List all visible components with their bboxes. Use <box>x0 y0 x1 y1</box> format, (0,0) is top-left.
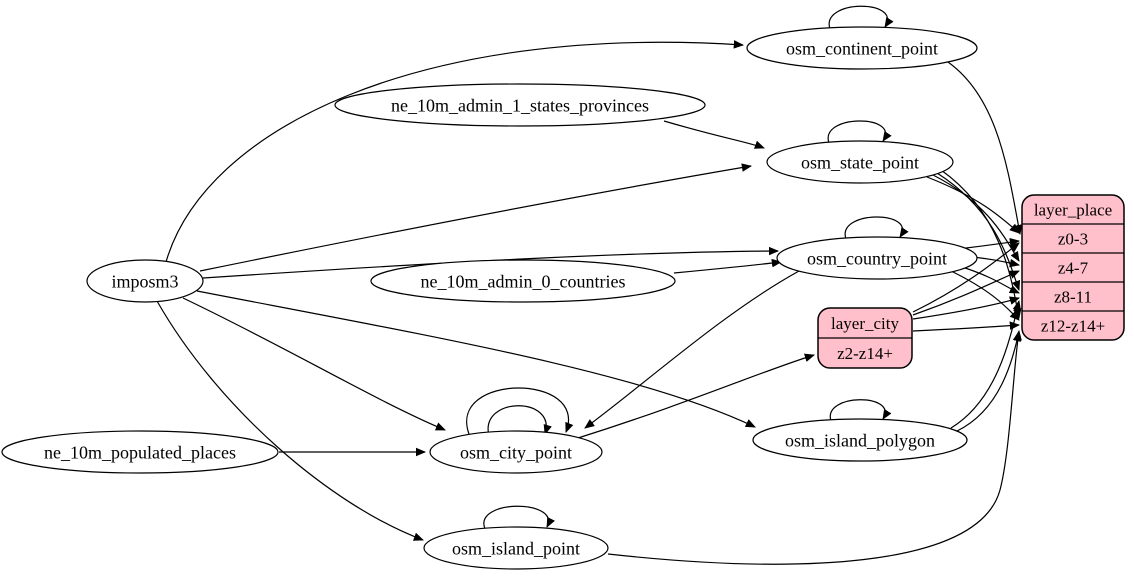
node-ne_10m_admin_0_countries: ne_10m_admin_0_countries <box>370 259 676 303</box>
imposm3-ellipse <box>86 259 204 303</box>
edge-osm_island_polygon->osm_island_polygon <box>829 399 892 422</box>
edge-osm_country_point->layer_place:z12-z14+ <box>950 270 1020 321</box>
edge-osm_city_point->osm_city_point-outer <box>466 387 574 435</box>
osm_country_point-label: osm_country_point <box>807 248 947 268</box>
osm_continent_point-ellipse <box>746 26 978 70</box>
edge-imposm3->osm_city_point <box>182 297 446 431</box>
osm_country_point-ellipse <box>776 236 978 280</box>
osm_island_point-ellipse <box>423 526 609 570</box>
osm_state_point-ellipse <box>766 140 954 184</box>
edge-layer_city->layer_place:z12-z14+ <box>912 321 1021 332</box>
osm_continent_point-label: osm_continent_point <box>786 38 938 58</box>
edge-ne_10m_admin_0_countries->osm_country_point <box>673 258 783 274</box>
node-osm_continent_point: osm_continent_point <box>746 26 978 70</box>
osm_island_point-label: osm_island_point <box>452 538 580 558</box>
node-osm_state_point: osm_state_point <box>766 140 954 184</box>
edge-imposm3->osm_island_point <box>156 300 424 541</box>
node-osm_island_polygon: osm_island_polygon <box>752 418 968 462</box>
record-layer_place: layer_place z0-3 z4-7 z8-11 z12-z14+ <box>1021 194 1125 341</box>
layer_place-row-3-label: z8-11 <box>1054 287 1092 306</box>
nodes-layer: imposm3 ne_10m_admin_1_states_provincesne… <box>1 26 1125 570</box>
node-osm_island_point: osm_island_point <box>423 526 609 570</box>
edge-osm_state_point->layer_place:z0-3 <box>926 176 1020 234</box>
layer_city-row-1-label: z2-z14+ <box>837 344 893 363</box>
edge-osm_state_point->osm_state_point <box>827 120 892 144</box>
edge-osm_island_point->osm_island_point <box>483 505 555 530</box>
record-layer_city: layer_city z2-z14+ <box>817 307 913 369</box>
edge-osm_state_point->layer_place:z4-7 <box>932 174 1020 262</box>
layer_place-row-2-label: z4-7 <box>1058 258 1089 277</box>
ne_10m_admin_0_countries-label: ne_10m_admin_0_countries <box>421 271 626 291</box>
node-osm_country_point: osm_country_point <box>776 236 978 280</box>
ne_10m_admin_1_states_provinces-ellipse <box>334 83 706 127</box>
ne_10m_populated_places-label: ne_10m_populated_places <box>44 442 236 462</box>
osm_state_point-label: osm_state_point <box>801 152 919 172</box>
edge-osm_island_polygon->layer_place:z12-z14+ <box>956 331 1022 432</box>
layer_city-row-0-label: layer_city <box>831 314 899 333</box>
ne_10m_admin_0_countries-ellipse <box>370 259 676 303</box>
layer_place-row-4-label: z12-z14+ <box>1041 316 1105 335</box>
edge-layer_city->layer_place:z8-11 <box>912 296 1020 320</box>
osm_island_polygon-ellipse <box>752 418 968 462</box>
edge-ne_10m_admin_1_states_provinces->osm_state_point <box>663 120 765 149</box>
node-ne_10m_populated_places: ne_10m_populated_places <box>1 430 279 474</box>
edge-imposm3->osm_country_point <box>202 246 780 279</box>
node-imposm3: imposm3 <box>86 259 204 303</box>
edge-osm_continent_point->layer_place:z0-3 <box>944 59 1023 236</box>
imposm3-label: imposm3 <box>111 271 178 291</box>
edge-osm_city_point->layer_city:z2-z14+ <box>577 353 815 439</box>
edge-osm_island_polygon->layer_place:z8-11 <box>950 300 1022 429</box>
edge-layer_city->layer_place:z0-3 <box>912 242 1020 313</box>
edges-layer <box>156 5 1023 565</box>
ne_10m_populated_places-ellipse <box>1 430 279 474</box>
edge-imposm3->osm_island_polygon <box>196 290 756 428</box>
osm_city_point-label: osm_city_point <box>460 442 572 462</box>
edge-osm_country_point->osm_city_point <box>584 270 800 429</box>
ne_10m_admin_1_states_provinces-label: ne_10m_admin_1_states_provinces <box>391 95 649 115</box>
layer_place-row-0-label: layer_place <box>1034 200 1112 219</box>
layer_place-row-1-label: z0-3 <box>1058 229 1088 248</box>
edge-imposm3->osm_continent_point <box>165 40 745 263</box>
edge-osm_city_point->osm_city_point-inner <box>487 405 552 437</box>
edge-osm_island_point->layer_place:z12-z14+ <box>607 329 1022 565</box>
edge-osm_country_point->osm_country_point <box>844 216 909 240</box>
osm_city_point-ellipse <box>429 430 603 474</box>
node-osm_city_point: osm_city_point <box>429 430 603 474</box>
layer_place-box <box>1021 194 1125 341</box>
edge-imposm3->osm_state_point <box>199 163 753 272</box>
node-ne_10m_admin_1_states_provinces: ne_10m_admin_1_states_provinces <box>334 83 706 127</box>
edge-osm_continent_point->osm_continent_point <box>828 5 894 30</box>
edge-layer_city->layer_place:z4-7 <box>912 270 1020 316</box>
osm_island_polygon-label: osm_island_polygon <box>785 430 935 450</box>
